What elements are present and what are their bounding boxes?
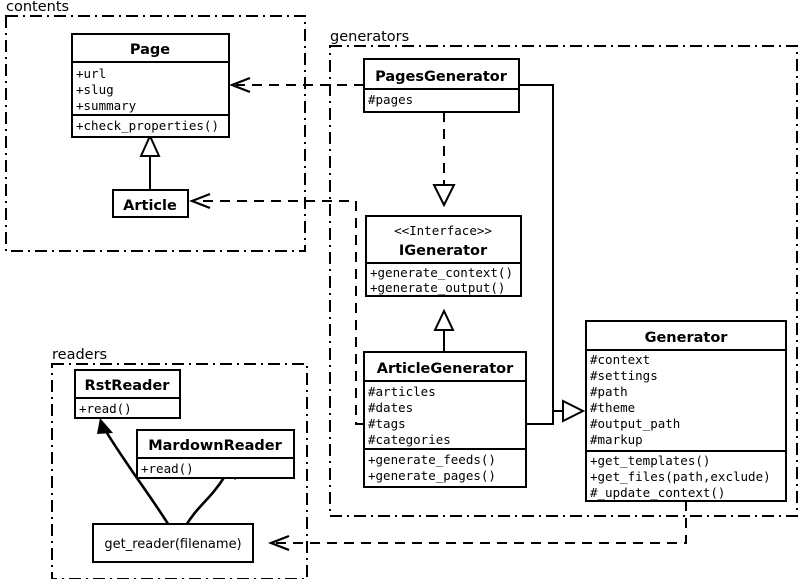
class-generator-attribute: #settings bbox=[590, 368, 658, 383]
open-arrowhead-icon bbox=[228, 76, 251, 94]
dependency-line-getreader bbox=[275, 501, 687, 544]
class-page-box[interactable] bbox=[71, 33, 230, 138]
relation-generator-uses-getreader bbox=[267, 501, 687, 552]
package-generators-boundary bbox=[329, 45, 798, 517]
class-page-attribute: +url bbox=[76, 66, 106, 81]
package-generators: generators bbox=[329, 29, 798, 517]
package-contents-boundary bbox=[5, 15, 306, 252]
function-get-reader[interactable]: get_reader(filename) bbox=[92, 523, 254, 563]
class-pages-generator[interactable]: PagesGenerator #pages bbox=[363, 58, 520, 113]
relation-articlegenerator-uses-article bbox=[188, 192, 364, 425]
class-page-name: Page bbox=[130, 42, 170, 58]
relation-articlegenerator-inherits-igenerator bbox=[433, 308, 455, 352]
class-generator-method: #_update_context() bbox=[590, 485, 725, 500]
function-get-reader-label: get_reader(filename) bbox=[104, 537, 241, 552]
relation-getreader-returns-rstreader bbox=[97, 418, 172, 528]
filled-arrowhead-icon bbox=[97, 418, 113, 434]
flow-curve-rstreader bbox=[105, 432, 172, 528]
class-article-generator-method: +generate_feeds() bbox=[368, 452, 496, 467]
class-generator-method: +get_files(path,exclude) bbox=[590, 469, 771, 484]
class-page-attribute: +slug bbox=[76, 82, 114, 97]
generalization-line-artgen-generator bbox=[526, 411, 554, 425]
flow-curve-mardownreader bbox=[183, 475, 227, 528]
class-article[interactable]: Article bbox=[112, 189, 189, 218]
package-readers-boundary bbox=[51, 363, 308, 579]
package-contents-label: contents bbox=[6, 0, 69, 15]
class-pages-generator-box[interactable] bbox=[363, 58, 520, 113]
class-igenerator[interactable]: <<Interface>> IGenerator +generate_conte… bbox=[365, 215, 522, 297]
class-pages-generator-name: PagesGenerator bbox=[375, 69, 508, 85]
class-igenerator-box[interactable] bbox=[365, 215, 522, 297]
class-pages-generator-attribute: #pages bbox=[368, 92, 413, 107]
class-article-generator-attribute: #dates bbox=[368, 400, 413, 415]
class-igenerator-method: +generate_context() bbox=[370, 265, 513, 280]
class-generator-attribute: #context bbox=[590, 352, 650, 367]
package-readers-label: readers bbox=[52, 347, 107, 363]
package-readers: readers bbox=[51, 347, 308, 579]
class-mardown-reader-box[interactable] bbox=[136, 429, 295, 479]
class-rst-reader-method: +read() bbox=[79, 401, 132, 416]
relation-pagesgenerator-realizes-igenerator bbox=[432, 112, 456, 208]
hollow-triangle-icon bbox=[433, 308, 455, 331]
class-generator-attribute: #theme bbox=[590, 400, 635, 415]
class-article-box[interactable] bbox=[112, 189, 189, 218]
class-article-generator-method: +generate_pages() bbox=[368, 468, 496, 483]
relation-article-inherits-page bbox=[139, 133, 161, 190]
class-mardown-reader-name: MardownReader bbox=[148, 438, 282, 454]
class-article-name: Article bbox=[123, 198, 177, 214]
hollow-triangle-icon bbox=[432, 184, 456, 208]
open-arrowhead-icon bbox=[267, 534, 290, 552]
class-igenerator-name: IGenerator bbox=[399, 243, 488, 259]
class-mardown-reader-method: +read() bbox=[141, 461, 194, 476]
class-generator-method: +get_templates() bbox=[590, 453, 710, 468]
class-article-generator-attribute: #tags bbox=[368, 416, 406, 431]
package-generators-label: generators bbox=[330, 29, 409, 45]
open-arrowhead-icon bbox=[188, 192, 211, 210]
class-page-method: +check_properties() bbox=[76, 118, 219, 133]
function-get-reader-box[interactable] bbox=[92, 523, 254, 563]
class-article-generator-box[interactable] bbox=[363, 351, 527, 488]
class-article-generator-attribute: #articles bbox=[368, 384, 436, 399]
class-mardown-reader[interactable]: MardownReader +read() bbox=[136, 429, 295, 479]
dependency-line-article bbox=[196, 200, 364, 425]
class-igenerator-method: +generate_output() bbox=[370, 280, 505, 295]
class-generator-attribute: #output_path bbox=[590, 416, 680, 431]
class-page[interactable]: Page +url +slug +summary +check_properti… bbox=[71, 33, 230, 138]
class-rst-reader-name: RstReader bbox=[85, 378, 171, 394]
hollow-triangle-icon bbox=[139, 133, 161, 157]
class-generator-attribute: #path bbox=[590, 384, 628, 399]
class-igenerator-stereotype: <<Interface>> bbox=[394, 223, 492, 238]
class-generator-attribute: #markup bbox=[590, 432, 643, 447]
class-page-attribute: +summary bbox=[76, 98, 137, 113]
class-rst-reader-box[interactable] bbox=[74, 369, 181, 419]
relation-generators-inherit-generator bbox=[519, 84, 586, 425]
package-contents: contents bbox=[5, 0, 306, 252]
class-generator-name: Generator bbox=[645, 330, 729, 346]
class-article-generator-name: ArticleGenerator bbox=[377, 361, 514, 377]
class-article-generator-attribute: #categories bbox=[368, 432, 451, 447]
class-generator[interactable]: Generator #context #settings #path #them… bbox=[585, 320, 787, 502]
class-article-generator[interactable]: ArticleGenerator #articles #dates #tags … bbox=[363, 351, 527, 488]
generalization-line-pagesgen-generator bbox=[519, 84, 554, 411]
hollow-triangle-icon bbox=[562, 399, 586, 423]
class-rst-reader[interactable]: RstReader +read() bbox=[74, 369, 181, 419]
relation-pagesgenerator-uses-page bbox=[228, 76, 364, 94]
